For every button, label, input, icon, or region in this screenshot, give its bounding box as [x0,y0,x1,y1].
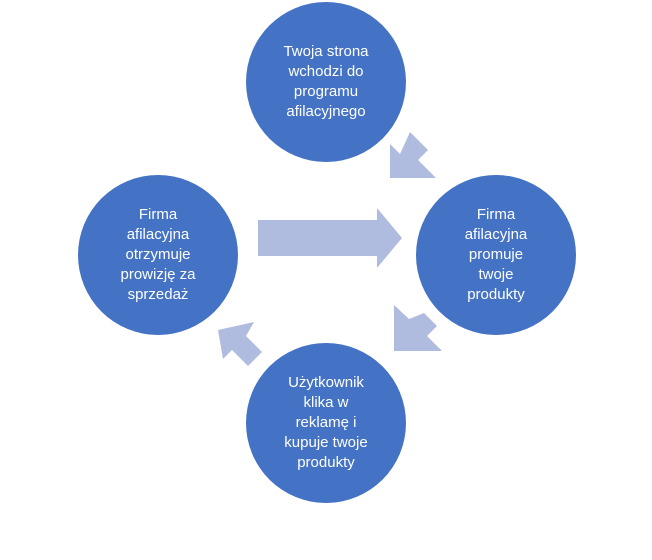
arrow-bottom-to-left [218,322,262,366]
node-right-line: twoje [478,266,514,283]
node-bottom-line: klika w [303,394,349,411]
node-right-line: Firma [476,206,516,223]
node-top-line: afilacyjnego [286,103,366,120]
node-bottom-label: Użytkownik klika w reklamę i kupuje twoje pr… [251,363,401,483]
node-top-text: Twoja strona wchodzi do programu afilacyjne… [283,42,368,122]
node-bottom-line: Użytkownik [288,374,364,391]
node-bottom-circle [246,343,406,503]
node-left-line: prowizję za [120,266,196,283]
node-top-circle [246,2,406,162]
node-right-line: afilacyjna [464,226,528,243]
node-right-label: Firma afilacyjna promuje twoje produkty [421,195,571,315]
arrow-right-to-bottom [394,305,442,351]
node-top-line: Twoja strona [283,43,369,60]
node-left-text: Firma afilacyjna otrzymuje prowizję za sprze… [120,205,195,305]
node-left-line: afilacyjna [126,226,190,243]
node-top-line: programu [293,83,359,100]
node-top-line: wchodzi do [288,63,364,80]
node-bottom-line: produkty [297,454,355,471]
node-right-circle [416,175,576,335]
node-right-line: produkty [467,286,525,303]
arrow-top-to-right [390,132,436,178]
node-right-line: promuje [468,246,524,263]
node-right-text: Firma afilacyjna promuje twoje produkty [465,205,528,305]
node-bottom-line: kupuje twoje [284,434,368,451]
node-left-label: Firma afilacyjna otrzymuje prowizję za sprze… [83,195,233,315]
node-left-line: otrzymuje [125,246,191,263]
node-top-label: Twoja strona wchodzi do programu afilacyjne… [251,32,401,132]
node-bottom-line: reklamę i [295,414,357,431]
node-left-line: sprzedaż [127,286,189,303]
node-left-circle [78,175,238,335]
node-bottom-text: Użytkownik klika w reklamę i kupuje twoje pr… [284,373,367,473]
node-left-line: Firma [138,206,178,223]
arrow-left-to-right [258,208,402,268]
